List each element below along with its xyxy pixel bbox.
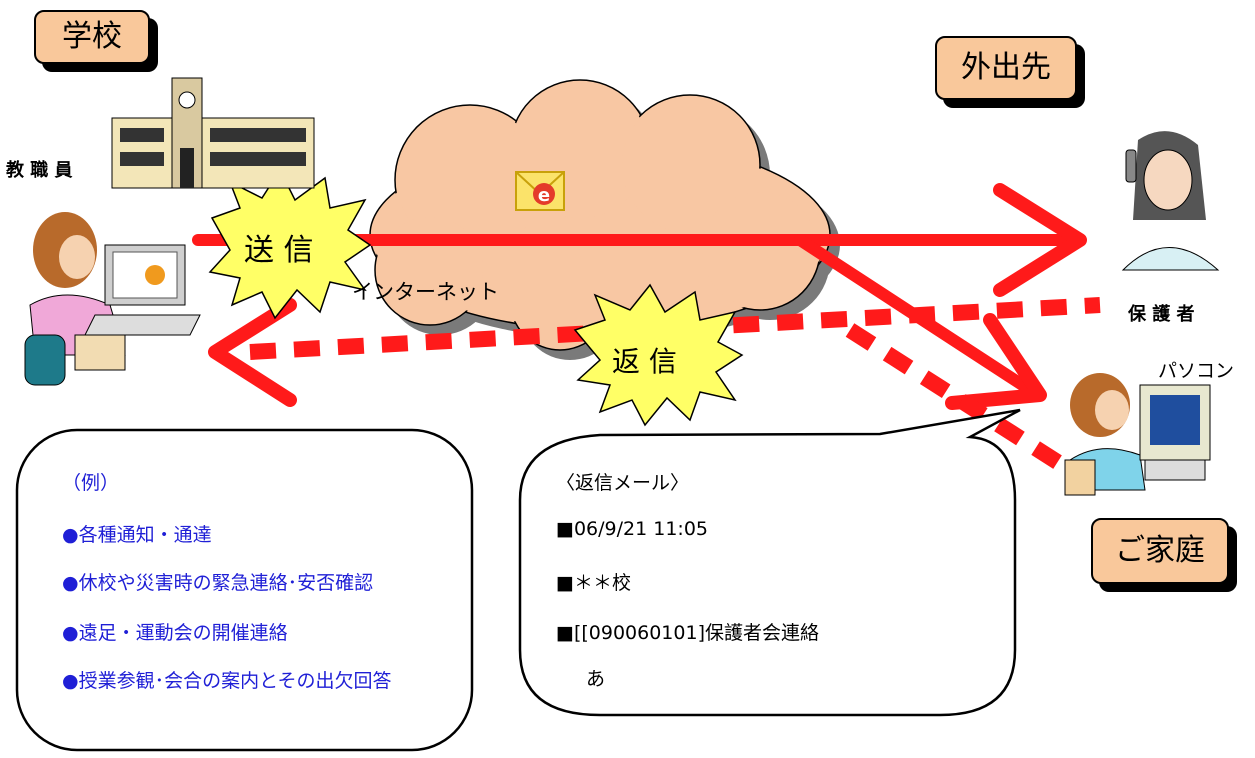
reply-arrows [208, 297, 1101, 477]
teacher-label: 教 職 員 [6, 160, 73, 181]
school-building-icon [111, 77, 315, 189]
example-heading: （例） [62, 472, 120, 494]
reply-mail-line: あ [586, 668, 606, 690]
reply-mail-line: ■[[090060101]保護者会連絡 [556, 622, 819, 644]
parent-at-computer-icon [1064, 373, 1211, 496]
example-item: ●休校や災害時の緊急連絡･安否確認 [62, 572, 374, 594]
reply-mail-line: ■06/9/21 11:05 [556, 518, 708, 540]
parent-label: 保 護 者 [1128, 304, 1195, 325]
school-label: 学校 [34, 10, 150, 64]
teacher-at-laptop-icon [24, 212, 201, 386]
home-label: ご家庭 [1091, 518, 1229, 584]
reply-mail-heading: 〈返信メール〉 [556, 472, 690, 494]
example-bubble [15, 428, 474, 752]
example-item: ●各種通知・通達 [62, 524, 212, 546]
example-item: ●授業参観･会合の案内とその出欠回答 [62, 670, 392, 692]
reply-burst [573, 283, 744, 427]
reply-mail-line: ■＊＊校 [556, 572, 631, 594]
outside-label: 外出先 [935, 36, 1077, 100]
email-envelope-icon: e [515, 171, 565, 211]
reply-label: 返 信 [612, 345, 677, 378]
internet-label: インターネット [352, 280, 499, 304]
pc-label: パソコン [1158, 360, 1235, 382]
send-label: 送 信 [244, 233, 314, 268]
parent-with-phone-icon [1121, 131, 1220, 271]
svg-text:e: e [538, 185, 550, 206]
reply-mail-bubble [518, 408, 1021, 717]
example-item: ●遠足・運動会の開催連絡 [62, 622, 288, 644]
